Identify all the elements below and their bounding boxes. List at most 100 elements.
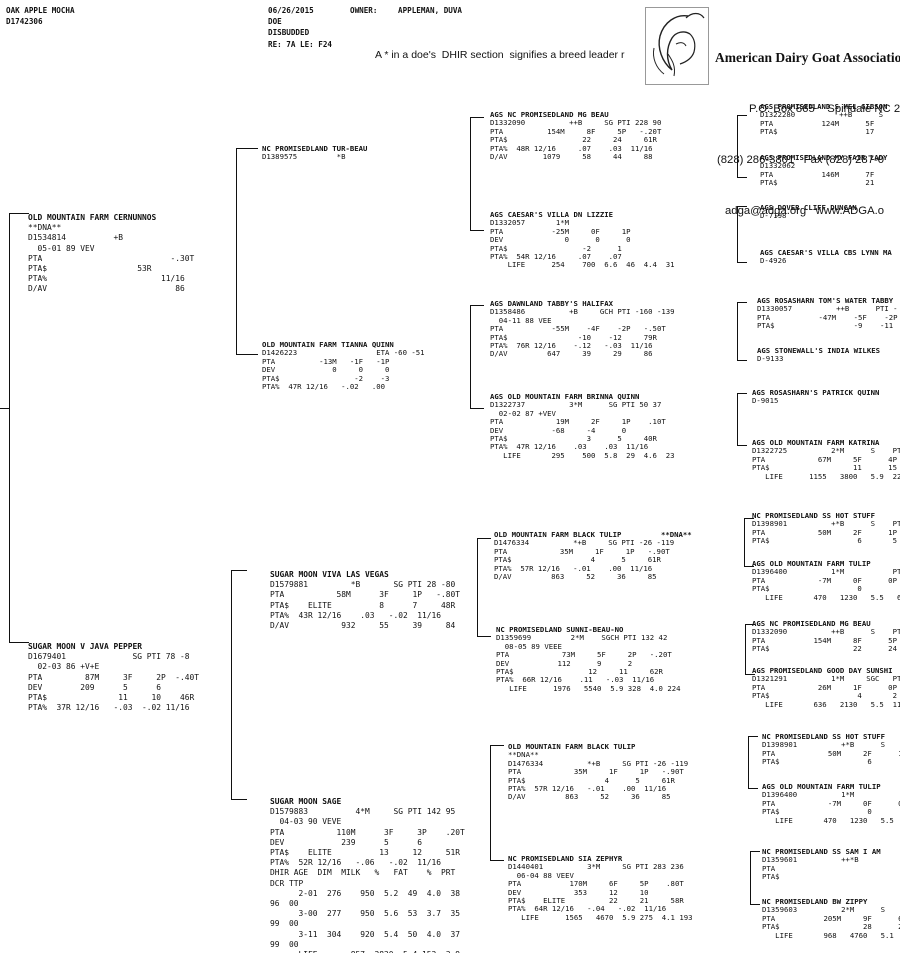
animal-detail-line: PTA -7M 0F 0P -. (752, 575, 897, 585)
animal-detail-line: PTA$ 4 5 61R (508, 775, 675, 785)
animal-name: OLD MOUNTAIN FARM BLACK TULIP (508, 742, 636, 751)
tree-line (737, 206, 738, 262)
tree-line (737, 445, 747, 446)
animal-name: AGS DAWNLAND TABBY'S HALIFAX (490, 299, 614, 308)
tree-line (737, 115, 738, 177)
tree-line (737, 360, 747, 361)
tree-line (737, 302, 747, 303)
animal-detail-line: 3-00 277 950 5.6 53 3.7 35 (270, 909, 461, 919)
animal-detail-line: PTA$ ELITE 8 7 48R (270, 600, 456, 610)
animal-detail-line: PTA$ 4 2 (752, 691, 897, 701)
animal-name: AGS OLD MOUNTAIN FARM TULIP (752, 559, 871, 568)
animal-detail-line: **DNA** (508, 750, 539, 760)
disbudded-label: DISBUDDED (268, 28, 310, 37)
animal-name: NC PROMISEDLAND SS HOT STUFF (752, 511, 876, 520)
animal-detail-line: PTA -55M -4F -2P -.50T (490, 324, 666, 334)
doe-name: OAK APPLE MOCHA (6, 6, 75, 15)
animal-detail-line: DEV 0 0 0 (490, 235, 631, 245)
tree-line (737, 262, 747, 263)
animal-detail-line: DEV 353 12 10 (508, 887, 649, 897)
animal-detail-line: PTA$ 11 10 46R (28, 693, 195, 703)
animal-detail-line: PTA$ 22 24 (752, 644, 897, 654)
animal-detail-line: D1579883 4*M SG PTI 142 95 (270, 807, 456, 817)
animal-name: NC PROMISEDLAND SIA ZEPHYR (508, 854, 623, 863)
animal-detail-line: D1359601 ++*B ETA (762, 855, 859, 865)
animal-detail-line: D1534814 +B (28, 233, 124, 243)
animal-detail-line: PTA 154M 8F 5P -. (752, 635, 897, 645)
animal-detail-line: PTA% 47R 12/16 .03 .03 11/16 (490, 442, 649, 452)
animal-name: SUGAR MOON VIVA LAS VEGAS (270, 570, 389, 579)
animal-detail-line: DHIR AGE DIM MILK % FAT % PRT (270, 868, 456, 878)
goat-logo (645, 7, 709, 85)
animal-detail-line: D1398901 +*B S PTI (762, 740, 886, 750)
animal-detail-line: PTA$ 4 5 61R (494, 555, 661, 565)
animal-detail-line: D-7198 (760, 211, 787, 221)
animal-detail-line: PTA% 54R 12/16 .07 .07 (490, 252, 622, 262)
animal-name: AGS PROMISEDLAND S MEL GIBSON (760, 102, 888, 111)
owner-name: APPLEMAN, DUVA (398, 6, 463, 15)
tree-line (750, 904, 760, 905)
animal-detail-line: D1332090 ++B S PTI 228 (752, 627, 900, 637)
animal-name: OLD MOUNTAIN FARM TIANNA QUINN (262, 340, 394, 349)
animal-detail-line: D1332090 ++B SG PTI 228 90 (490, 118, 662, 128)
animal-detail-line: D-9015 (752, 396, 779, 406)
animal-name: NC PROMISEDLAND SS HOT STUFF (762, 732, 886, 741)
animal-detail-line: LIFE 254 700 6.6 46 4.4 31 (490, 260, 675, 270)
animal-detail-line: PTA$ ELITE 13 12 51R (270, 848, 461, 858)
animal-detail-line: 99 00 (270, 919, 299, 929)
tree-line (748, 736, 749, 788)
animal-detail-line: PTA$ 21 23 (760, 178, 900, 188)
animal-detail-line: PTA$ -2 -3 (262, 373, 390, 383)
animal-name: AGS DOVER CLIFF DUNCAN (760, 203, 857, 212)
tree-line (745, 674, 755, 675)
dss-entry: OLD MOUNTAIN FARM BLACK TULIP **DNA**D14… (494, 530, 692, 582)
animal-detail-line: LIFE 636 2130 5.5 117 (752, 699, 900, 709)
animal-detail-line: LIFE 295 500 5.8 29 4.6 23 (490, 450, 675, 460)
animal-detail-line: LIFE 1976 5540 5.9 328 4.0 224 (496, 683, 681, 693)
animal-detail-line: PTA -.30T (28, 253, 195, 263)
animal-detail-line: D/AV 863 52 36 85 (494, 572, 657, 582)
animal-detail-line: D1396400 1*M PTI -8 (752, 567, 900, 577)
animal-name: AGS PROMISEDLAND GOOD DAY SUNSHI (752, 666, 893, 675)
animal-detail-line: D1332062 (760, 161, 796, 171)
animal-detail-line: D1476334 *+B SG PTI -26 -119 (508, 758, 689, 768)
association-address: P.O. Box 865 Spindale NC 281 (749, 103, 900, 115)
animal-detail-line: PTA 19M 2F 1P .10T (490, 417, 666, 427)
tree-line (470, 117, 471, 230)
animal-detail-line: PTA$ 12 11 62R (496, 667, 663, 677)
animal-detail-line: PTA$ 28 28 (762, 922, 900, 932)
animal-detail-line: 02-03 86 +V+E (28, 662, 100, 672)
tree-line (748, 788, 758, 789)
association-block: American Dairy Goat Association P.O. Box… (715, 14, 900, 255)
association-name: American Dairy Goat Association (715, 50, 900, 65)
sex-label: DOE (268, 17, 282, 26)
animal-detail-line: PTA 50M 2F 1P -1. (752, 527, 897, 537)
animal-detail-line: PTA 50M 2F 1P (762, 748, 900, 758)
tree-line (231, 570, 247, 571)
animal-detail-line: PTA$ 6 5 (762, 757, 900, 767)
animal-detail-line: PTA% 47R 12/16 -.02 .00 (262, 382, 386, 392)
animal-name: NC PROMISEDLAND SS SAM I AM (762, 847, 881, 856)
animal-detail-line: 96 00 (270, 899, 299, 909)
tree-line (231, 570, 232, 800)
tree-line (750, 851, 760, 852)
animal-detail-line: PTA -13M -1F -1P (262, 356, 390, 366)
animal-detail-line: PTA 146M 7F 5P (760, 169, 900, 179)
animal-detail-line: 2-01 276 950 5.2 49 4.0 38 (270, 888, 461, 898)
animal-detail-line: PTA 124M 5F 4P (760, 118, 900, 128)
animal-detail-line: PTA$ 0 0 (762, 807, 900, 817)
sire-entry: OLD MOUNTAIN FARM CERNUNNOS**DNA**D15348… (28, 213, 194, 295)
animal-detail-line: D1359699 2*M SGCH PTI 132 42 (496, 633, 668, 643)
animal-name: AGS OLD MOUNTAIN FARM BRINNA QUINN (490, 392, 640, 401)
tree-line (236, 148, 237, 354)
animal-detail-line: 05-01 89 VEV (28, 243, 95, 253)
